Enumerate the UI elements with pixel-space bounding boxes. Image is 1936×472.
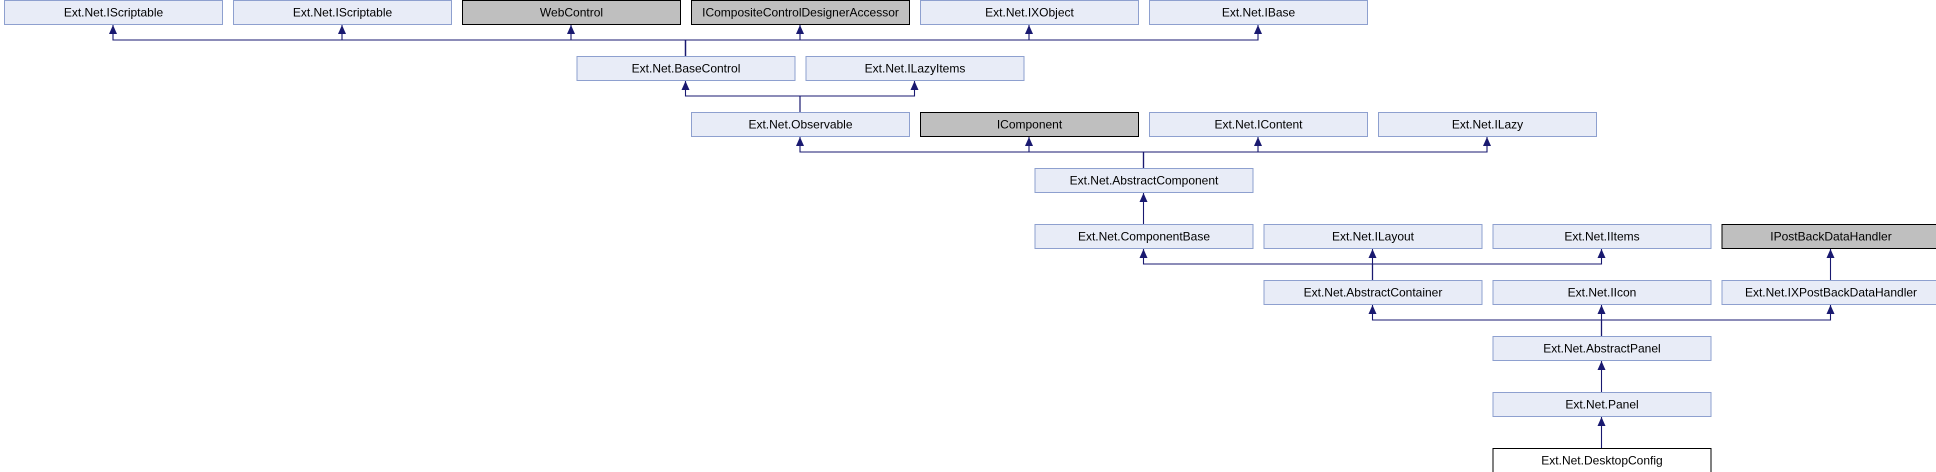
class-node-ibase[interactable]: Ext.Net.IBase — [1149, 0, 1368, 25]
class-box — [1492, 280, 1712, 305]
class-label: Ext.Net.ILayout — [1332, 230, 1415, 244]
class-label: Ext.Net.IContent — [1214, 118, 1303, 132]
class-box — [1263, 280, 1483, 305]
class-node-icompositecontroldesigneraccessor[interactable]: ICompositeControlDesignerAccessor — [691, 0, 910, 25]
class-box — [920, 0, 1139, 25]
edge-abstractpanel-to-ixpostbackdatahandler — [1600, 305, 1835, 336]
class-box — [1492, 224, 1712, 249]
class-label: ICompositeControlDesignerAccessor — [702, 6, 899, 20]
class-node-observable[interactable]: Ext.Net.Observable — [691, 112, 910, 137]
class-node-iicon[interactable]: Ext.Net.IIcon — [1492, 280, 1712, 305]
class-label: Ext.Net.AbstractComponent — [1070, 174, 1219, 188]
class-box — [691, 112, 910, 137]
class-label: Ext.Net.IScriptable — [64, 6, 164, 20]
class-label: IPostBackDataHandler — [1770, 230, 1891, 244]
class-node-ixobject[interactable]: Ext.Net.IXObject — [920, 0, 1139, 25]
class-label: Ext.Net.Observable — [748, 118, 852, 132]
class-label: Ext.Net.IBase — [1222, 6, 1296, 20]
nodes-layer: Ext.Net.IScriptable Ext.Net.IScriptable We… — [4, 0, 1936, 472]
class-node-desktopconfig[interactable]: Ext.Net.DesktopConfig — [1492, 448, 1712, 472]
class-label: Ext.Net.Panel — [1565, 398, 1638, 412]
class-node-panel[interactable]: Ext.Net.Panel — [1492, 392, 1712, 417]
class-node-icomponent[interactable]: IComponent — [920, 112, 1139, 137]
class-label: Ext.Net.IItems — [1564, 230, 1639, 244]
class-box — [1378, 112, 1597, 137]
class-box — [4, 0, 223, 25]
class-node-basecontrol[interactable]: Ext.Net.BaseControl — [576, 56, 796, 81]
edge-abstractcomponent-to-ilazy — [1142, 137, 1491, 168]
class-node-ixpostbackdatahandler[interactable]: Ext.Net.IXPostBackDataHandler — [1721, 280, 1936, 305]
edges-layer — [109, 25, 1835, 448]
edge-observable-to-basecontrol — [681, 81, 801, 112]
class-node-ilayout[interactable]: Ext.Net.ILayout — [1263, 224, 1483, 249]
class-label: Ext.Net.BaseControl — [632, 62, 741, 76]
class-label: Ext.Net.IIcon — [1568, 286, 1637, 300]
class-box — [920, 112, 1139, 137]
edge-basecontrol-to-ibase — [684, 25, 1262, 56]
edge-basecontrol-to-webcontrol — [567, 25, 687, 56]
class-label: Ext.Net.IXObject — [985, 6, 1074, 20]
edge-abstractcontainer-to-componentbase — [1139, 249, 1374, 280]
class-label: Ext.Net.ILazy — [1452, 118, 1523, 132]
class-box — [1149, 0, 1368, 25]
class-label: Ext.Net.ComponentBase — [1078, 230, 1210, 244]
class-node-iitems[interactable]: Ext.Net.IItems — [1492, 224, 1712, 249]
class-label: Ext.Net.IScriptable — [293, 6, 393, 20]
class-node-componentbase[interactable]: Ext.Net.ComponentBase — [1034, 224, 1254, 249]
class-node-ipostbackdatahandler[interactable]: IPostBackDataHandler — [1721, 224, 1936, 249]
class-box — [805, 56, 1025, 81]
class-box — [233, 0, 452, 25]
edge-observable-to-ilazyitems — [799, 81, 919, 112]
class-box — [1492, 336, 1712, 361]
class-box — [576, 56, 796, 81]
class-box — [1492, 448, 1712, 472]
edge-abstractcomponent-to-icomponent — [1025, 137, 1145, 168]
class-box — [1034, 224, 1254, 249]
edge-abstractpanel-to-abstractcontainer — [1368, 305, 1603, 336]
class-node-iscriptable2[interactable]: Ext.Net.IScriptable — [233, 0, 452, 25]
class-box — [1263, 224, 1483, 249]
class-label: IComponent — [997, 118, 1063, 132]
class-label: Ext.Net.DesktopConfig — [1541, 454, 1662, 468]
class-label: Ext.Net.IXPostBackDataHandler — [1745, 286, 1917, 300]
class-box — [1721, 224, 1936, 249]
class-node-abstractcomponent[interactable]: Ext.Net.AbstractComponent — [1034, 168, 1254, 193]
class-box — [462, 0, 681, 25]
class-node-ilazy[interactable]: Ext.Net.ILazy — [1378, 112, 1597, 137]
class-node-iscriptable1[interactable]: Ext.Net.IScriptable — [4, 0, 223, 25]
edge-abstractcontainer-to-iitems — [1371, 249, 1606, 280]
class-box — [691, 0, 910, 25]
class-node-abstractcontainer[interactable]: Ext.Net.AbstractContainer — [1263, 280, 1483, 305]
class-box — [1149, 112, 1368, 137]
class-box — [1492, 392, 1712, 417]
class-label: Ext.Net.AbstractContainer — [1304, 286, 1443, 300]
class-label: Ext.Net.ILazyItems — [865, 62, 966, 76]
class-node-icontent[interactable]: Ext.Net.IContent — [1149, 112, 1368, 137]
class-label: WebControl — [540, 6, 603, 20]
class-box — [1721, 280, 1936, 305]
class-node-abstractpanel[interactable]: Ext.Net.AbstractPanel — [1492, 336, 1712, 361]
class-label: Ext.Net.AbstractPanel — [1543, 342, 1660, 356]
class-box — [1034, 168, 1254, 193]
class-node-webcontrol[interactable]: WebControl — [462, 0, 681, 25]
class-node-ilazyitems[interactable]: Ext.Net.ILazyItems — [805, 56, 1025, 81]
